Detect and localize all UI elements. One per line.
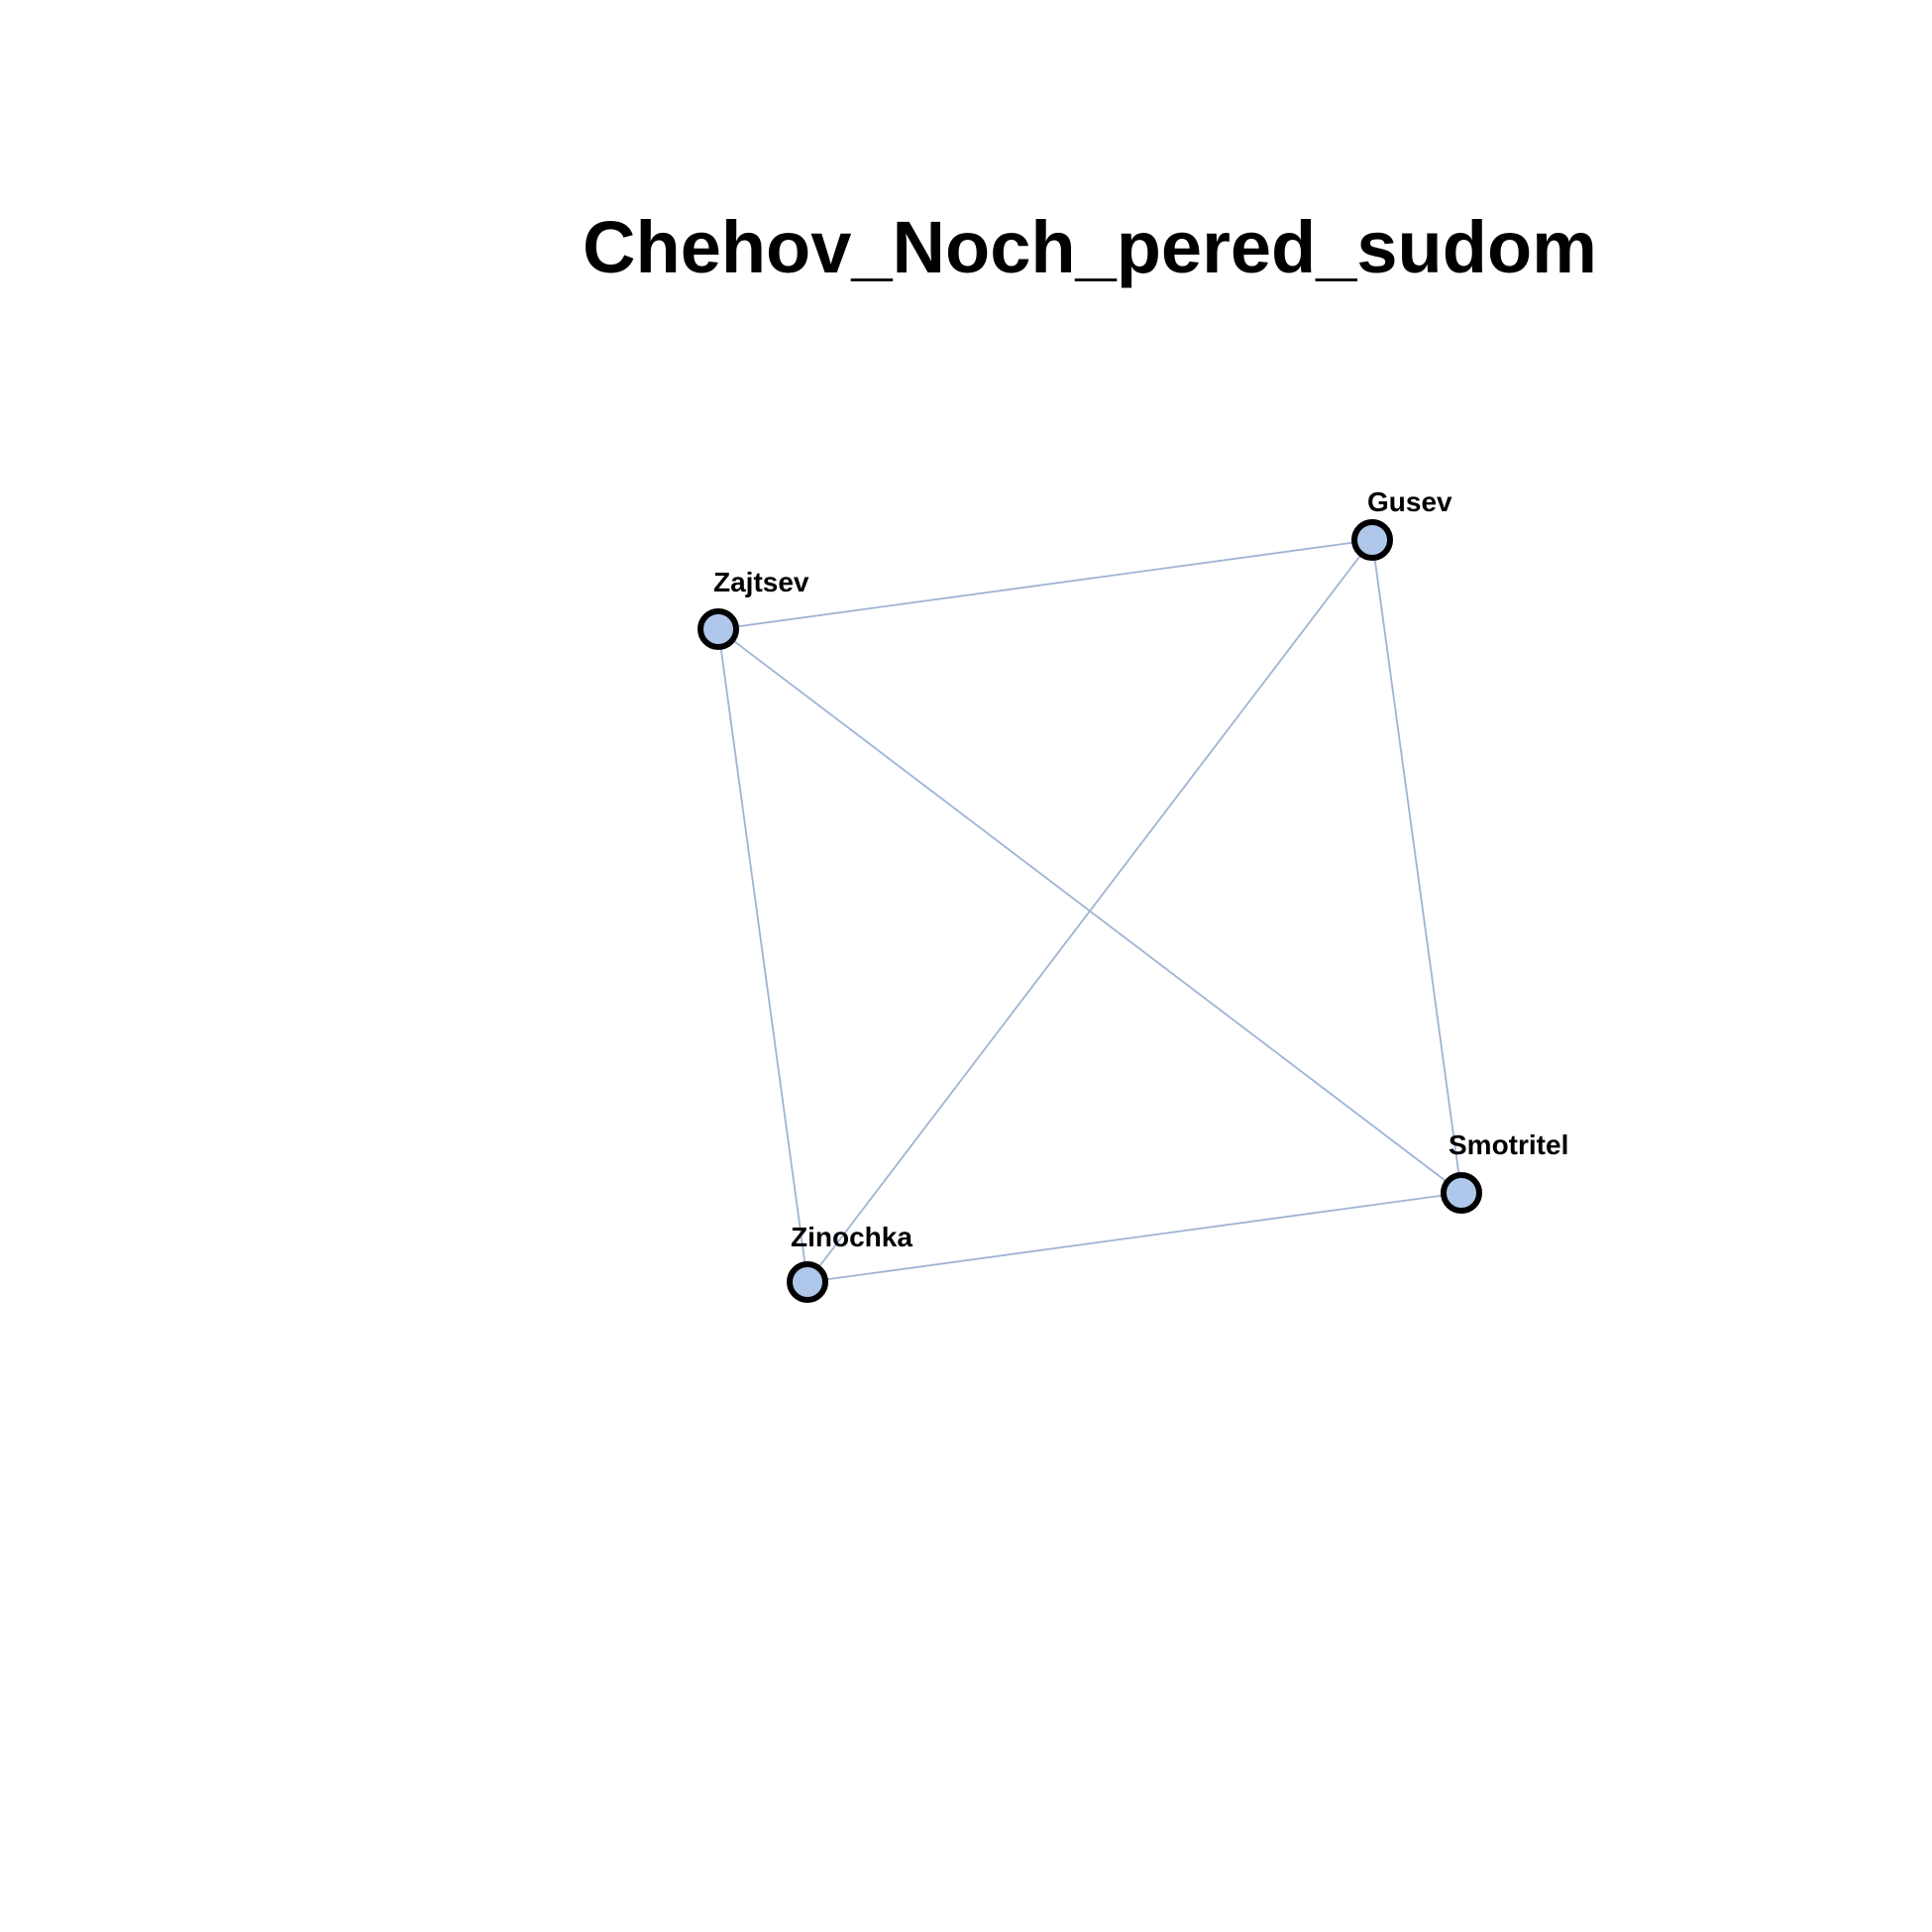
edge-gusev-smotritel — [1371, 539, 1462, 1194]
node-circle-smotritel — [1441, 1172, 1482, 1214]
node-zinochka: Zinochka — [787, 1222, 912, 1303]
diagram-title: Chehov_Noch_pered_sudom — [583, 206, 1597, 288]
node-label-zajtsev: Zajtsev — [713, 567, 809, 597]
edges-layer — [717, 539, 1462, 1283]
node-zajtsev: Zajtsev — [698, 567, 809, 650]
node-smotritel: Smotritel — [1441, 1129, 1568, 1214]
node-label-gusev: Gusev — [1367, 486, 1452, 517]
node-gusev: Gusev — [1351, 486, 1452, 561]
node-label-zinochka: Zinochka — [791, 1222, 912, 1252]
edge-zajtsev-zinochka — [717, 628, 808, 1283]
node-circle-gusev — [1351, 519, 1393, 561]
node-circle-zajtsev — [698, 608, 739, 650]
node-label-smotritel: Smotritel — [1449, 1129, 1568, 1160]
edge-zajtsev-gusev — [717, 539, 1373, 630]
node-circle-zinochka — [787, 1261, 828, 1303]
edge-zinochka-smotritel — [806, 1192, 1462, 1283]
edge-gusev-zinochka — [806, 539, 1373, 1283]
